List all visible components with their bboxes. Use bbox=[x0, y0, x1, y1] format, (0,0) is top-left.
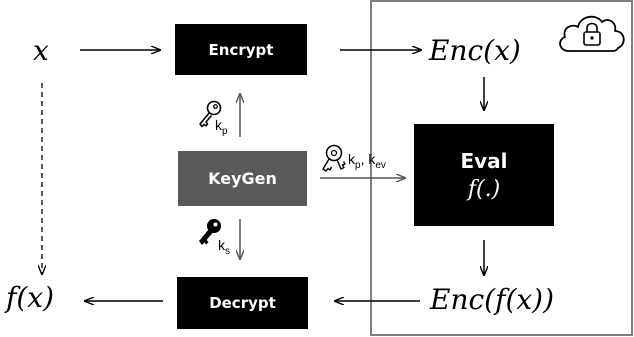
encrypt-box: Encrypt bbox=[175, 24, 307, 75]
eval-function: f(.) bbox=[467, 176, 501, 202]
cloud-region bbox=[370, 0, 633, 336]
decrypt-box: Decrypt bbox=[177, 277, 308, 329]
keygen-box: KeyGen bbox=[178, 151, 307, 206]
public-key-label: kp bbox=[215, 117, 228, 137]
encrypt-label: Encrypt bbox=[208, 40, 274, 59]
eval-box: Eval f(.) bbox=[414, 124, 554, 226]
key-ring-icon bbox=[322, 144, 346, 172]
key-filled-icon bbox=[199, 219, 221, 245]
cloud-lock-icon bbox=[559, 15, 625, 52]
keygen-label: KeyGen bbox=[208, 169, 277, 188]
encrypted-fx-label: Enc(f(x)) bbox=[430, 283, 555, 316]
key-outline-icon bbox=[199, 100, 222, 128]
secret-key-label: ks bbox=[218, 237, 230, 257]
input-x-label: x bbox=[33, 34, 49, 67]
eval-title: Eval bbox=[460, 148, 508, 173]
eval-keys-label: kp, kev bbox=[348, 151, 386, 171]
output-fx-label: f(x) bbox=[6, 281, 55, 314]
decrypt-label: Decrypt bbox=[209, 294, 276, 312]
encrypted-x-label: Enc(x) bbox=[429, 34, 521, 67]
